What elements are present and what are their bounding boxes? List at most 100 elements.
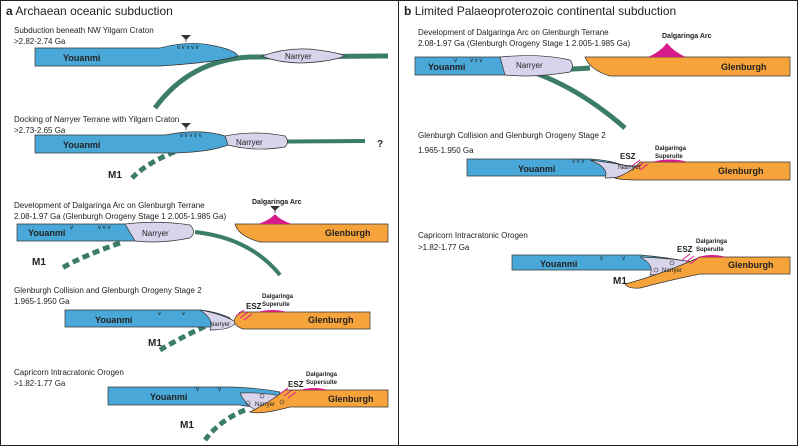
b3-narryer-label: Narryer (662, 268, 682, 274)
a-stage2-line2: >2.73-2.65 Ga (14, 126, 66, 135)
a5-glenburgh-label: Glenburgh (328, 394, 374, 404)
b1-dalgaringa-arc-shape (648, 43, 686, 57)
a3-m1-label: M1 (32, 257, 46, 268)
a3-m1-dashed (60, 240, 121, 271)
b2-esz-hatch (631, 159, 649, 171)
a-stage5-line1: Capricorn Intracratonic Orogen (14, 368, 124, 377)
a2-m1-label: M1 (108, 170, 122, 181)
a-stage3-line2: 2.08-1.97 Ga (Glenburgh Orogeny Stage 1 … (14, 212, 227, 221)
a5-supersuite-shape (300, 388, 328, 390)
a1-volcano-icon (181, 35, 191, 42)
b2-arc-marks: v v v (572, 159, 584, 165)
a3-slab (194, 230, 282, 277)
a4-youanmi-label: Youanmi (95, 315, 132, 325)
b3-m1-label: M1 (613, 276, 627, 287)
b-stage2-line1: Glenburgh Collision and Glenburgh Orogen… (418, 131, 606, 140)
a5-v1: v (196, 387, 199, 393)
a3-narryer-label: Narryer (142, 229, 169, 238)
b3-v1: v (600, 256, 603, 262)
a4-m1-label: M1 (148, 338, 162, 349)
b3-superuite-label: Superuite (696, 247, 724, 253)
a-stage5-line2: >1.82-1.77 Ga (14, 379, 66, 388)
a5-dalgaringa-label: Dalgaringa (306, 372, 338, 378)
a4-cross-section: Youanmi Narryer Glenburgh v v ESZ Dalgar… (64, 294, 371, 353)
a4-v1: v (158, 311, 161, 317)
b3-esz-hatch (681, 253, 699, 265)
a3-cross-section: Youanmi Narryer Glenburgh v v v v Dalgar… (16, 199, 389, 277)
a1-narryer-label: Narryer (285, 52, 312, 61)
b1-cross-section: Youanmi Narryer Glenburgh v v v v Dalgar… (414, 33, 791, 130)
b1-glenburgh-block (584, 56, 791, 77)
b2-cross-section: Youanmi Narryer Glenburgh v v v ESZ Dalg… (466, 146, 791, 181)
a5-v2: v (218, 387, 221, 393)
b3-youanmi-label: Youanmi (540, 259, 577, 269)
b2-dalgaringa-label: Dalgaringa (655, 146, 687, 152)
b2-glenburgh-block (614, 161, 791, 181)
panel-b-title: b Limited Palaeoproterozoic continental … (404, 4, 676, 18)
a3-glenburgh-block (234, 223, 389, 243)
a4-glenburgh-label: Glenburgh (308, 315, 354, 325)
a4-dalgaringa-label: Dalgaringa (262, 294, 294, 300)
a1-cross-section: Youanmi Narryer v v v v v (34, 35, 389, 110)
a-stage1-line1: Subduction beneath NW Yilgarn Craton (14, 26, 154, 35)
b-stage1-line2: 2.08-1.97 Ga (Glenburgh Orogeny Stage 1 … (418, 39, 631, 48)
b2-esz-label: ESZ (620, 152, 636, 161)
a2-narryer-block (224, 132, 288, 150)
a1-narryer-block (261, 48, 346, 64)
a1-slab (152, 53, 389, 110)
panel-b-letter: b (404, 4, 412, 18)
a1-arc-marks: v v v v v (177, 45, 199, 51)
a2-question-mark: ? (377, 139, 383, 150)
a1-youanmi-label: Youanmi (63, 53, 100, 63)
a5-cross-section: Youanmi Narryer Glenburgh v v ESZ Dalgar… (107, 372, 389, 442)
a2-narryer-label: Narryer (236, 138, 263, 147)
a-stage4-line1: Glenburgh Collision and Glenburgh Orogen… (14, 286, 202, 295)
b2-superuite-shape (652, 159, 688, 162)
b3-v2: v (622, 256, 625, 262)
a5-esz-label: ESZ (288, 380, 304, 389)
a4-esz-hatch (235, 309, 253, 321)
b1-narryer-label: Narryer (516, 61, 543, 70)
panel-a-title-text: Archaean oceanic subduction (15, 4, 173, 18)
b2-youanmi-label: Youanmi (518, 164, 555, 174)
b3-supersuite-shape (698, 255, 726, 257)
b1-narryer-block (499, 55, 573, 77)
panel-b-title-text: Limited Palaeoproterozoic continental su… (414, 4, 677, 18)
a3-volcano-icon (270, 206, 280, 213)
a2-cross-section: Youanmi Narryer v v v v v ? M1 (34, 123, 383, 181)
a-stage2-line1: Docking of Narryer Terrane with Yilgarn … (14, 115, 180, 124)
a4-superuite-label: Superuite (262, 302, 290, 308)
a3-glenburgh-label: Glenburgh (325, 228, 371, 238)
b1-arc-marks: v v v (470, 58, 482, 64)
a3-youanmi-label: Youanmi (28, 228, 65, 238)
a2-arc-marks: v v v v v (180, 133, 202, 139)
a5-youanmi-label: Youanmi (150, 392, 187, 402)
a1-youanmi-block (34, 43, 239, 67)
b3-esz-label: ESZ (677, 245, 693, 254)
b2-narryer-label: Narryer (618, 164, 642, 171)
panel-a-letter: a (6, 4, 13, 18)
b3-dalgaringa-label: Dalgaringa (696, 239, 728, 245)
b1-dalgaringa-arc-label: Dalgaringa Arc (662, 33, 712, 40)
a4-narryer-label: Narryer (210, 322, 230, 328)
a5-m1-dashed (203, 407, 246, 442)
b-stage2-line2: 1.965-1.950 Ga (418, 146, 474, 155)
a5-m1-label: M1 (180, 420, 194, 431)
b-stage1-line1: Development of Dalgaringa Arc on Glenbur… (418, 28, 609, 37)
a5-narryer-label: Narryer (255, 402, 275, 408)
b3-shear-markers (653, 260, 675, 273)
a4-superuite-shape (258, 310, 287, 312)
b3-glenburgh-block (624, 256, 791, 289)
a3-arc-marks: v v v (98, 225, 110, 231)
a3-dalgaringa-arc-shape (258, 214, 292, 224)
a-stage3-line1: Development of Dalgaringa Arc on Glenbur… (14, 201, 205, 210)
a-stage1-line2: >2.82-2.74 Ga (14, 37, 66, 46)
a2-youanmi-label: Youanmi (63, 140, 100, 150)
b1-youanmi-label: Youanmi (428, 62, 465, 72)
b1-v: v (454, 58, 457, 64)
b3-cross-section: Youanmi Narryer Glenburgh v v ESZ Dalgar… (511, 239, 791, 289)
a-stage4-line2: 1.965-1.950 Ga (14, 297, 70, 306)
a4-v2: v (182, 311, 185, 317)
